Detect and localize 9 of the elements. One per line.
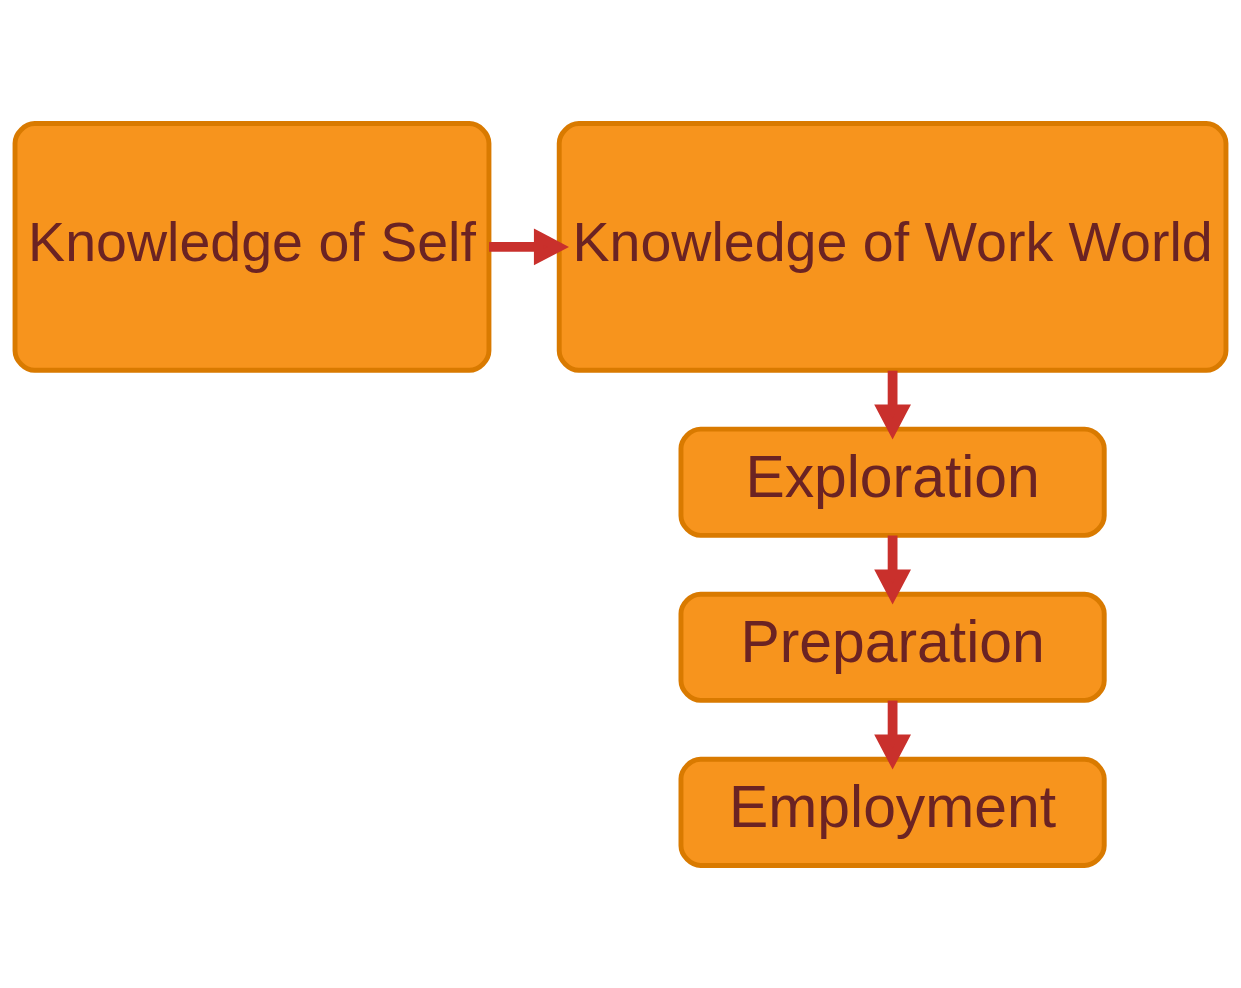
- arrow: [874, 370, 911, 439]
- node-box: Knowledge of Self: [12, 120, 492, 373]
- node-box: Employment: [678, 756, 1107, 868]
- node-box: Knowledge of Work World: [556, 120, 1229, 373]
- arrow: [874, 700, 911, 770]
- node-box: Exploration: [678, 426, 1107, 538]
- arrow: [874, 535, 911, 604]
- arrow: [489, 228, 569, 265]
- node-box: Preparation: [678, 591, 1107, 703]
